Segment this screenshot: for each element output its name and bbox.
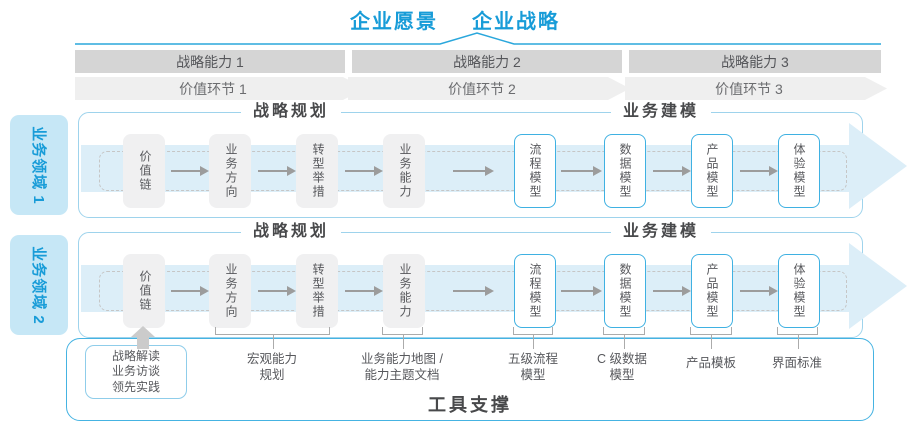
bracket-connector — [382, 327, 423, 349]
bracket-connector — [513, 327, 553, 349]
domain-tab-1-label: 业务领域 1 — [29, 125, 47, 205]
capability-bar-1: 战略能力 1 — [75, 50, 345, 73]
strategy-input-box: 战略解读 业务访谈 领先实践 — [85, 345, 187, 399]
domain-tab-2: 业务领域 2 — [10, 235, 68, 335]
bracket-connector — [603, 327, 645, 349]
diagram-title: 企业愿景 企业战略 — [0, 5, 910, 34]
flow-arrow-icon — [171, 166, 209, 176]
strategy-input-line: 业务访谈 — [111, 364, 160, 379]
flow-arrow-icon — [258, 286, 296, 296]
flow-arrow-icon — [258, 166, 296, 176]
domain-tab-1: 业务领域 1 — [10, 115, 68, 215]
bracket-connector — [690, 327, 732, 349]
vision-connector-line — [75, 32, 881, 45]
box-experience-model: 体验模型 — [778, 254, 820, 328]
box-transform-initiative: 转型举措 — [296, 134, 338, 208]
flow-arrow-icon — [561, 286, 602, 296]
capability-bar-2: 战略能力 2 — [352, 50, 622, 73]
capability-bar-3: 战略能力 3 — [629, 50, 881, 73]
box-process-model: 流程模型 — [514, 134, 556, 208]
flow-arrow-icon — [653, 286, 691, 296]
box-data-model: 数据模型 — [604, 254, 646, 328]
strategy-title: 企业战略 — [472, 11, 560, 33]
value-link-chevron-1: 价值环节 1 — [75, 77, 365, 100]
tool-support-container: 工具支撑 — [66, 338, 874, 421]
up-arrow-icon — [131, 326, 155, 337]
box-business-direction: 业务方向 — [209, 254, 251, 328]
flow-arrow-icon — [740, 286, 778, 296]
section-header-planning: 战略规划 — [240, 222, 342, 242]
tool-support-title: 工具支撑 — [428, 395, 512, 415]
section-header-planning: 战略规划 — [240, 102, 342, 122]
flow-arrow-icon — [653, 166, 691, 176]
box-process-model: 流程模型 — [514, 254, 556, 328]
annotation-label-data-model: C 级数据 模型 — [596, 352, 647, 383]
box-transform-initiative: 转型举措 — [296, 254, 338, 328]
box-product-model: 产品模型 — [691, 134, 733, 208]
flow-band-arrow-icon — [849, 123, 907, 209]
box-product-model: 产品模型 — [691, 254, 733, 328]
value-link-chevron-3: 价值环节 3 — [625, 77, 887, 100]
box-experience-model: 体验模型 — [778, 134, 820, 208]
flow-band-arrow-icon — [849, 243, 907, 329]
vision-title: 企业愿景 — [350, 11, 438, 33]
value-link-chevron-2: 价值环节 2 — [348, 77, 630, 100]
annotation-label-ui-standard: 界面标准 — [771, 356, 822, 370]
section-header-modeling: 业务建模 — [610, 222, 712, 242]
flow-arrow-icon — [171, 286, 209, 296]
box-business-direction: 业务方向 — [209, 134, 251, 208]
dashed-placeholder-track — [99, 151, 847, 191]
bracket-connector — [777, 327, 818, 349]
annotation-label-process-model: 五级流程 模型 — [507, 352, 558, 383]
box-data-model: 数据模型 — [604, 134, 646, 208]
flow-arrow-icon — [345, 286, 383, 296]
flow-arrow-icon — [453, 286, 494, 296]
box-value-chain: 价值链 — [123, 254, 165, 328]
annotation-label-product-template: 产品模板 — [685, 356, 736, 370]
annotation-label-macro-capability: 宏观能力 规划 — [246, 352, 297, 383]
annotation-label-capability-map: 业务能力地图 / 能力主题文档 — [361, 352, 443, 383]
bracket-connector — [215, 327, 330, 349]
up-arrow-stem — [137, 336, 149, 349]
flow-arrow-icon — [453, 166, 494, 176]
flow-arrow-icon — [561, 166, 602, 176]
box-value-chain: 价值链 — [123, 134, 165, 208]
domain-tab-2-label: 业务领域 2 — [29, 245, 47, 325]
strategy-input-line: 战略解读 — [111, 348, 160, 363]
domain-2-panel: 价值链 业务方向 转型举措 业务能力 流程模型 数据模型 产品模型 体验模型 战… — [78, 222, 907, 338]
domain-1-panel: 价值链 业务方向 转型举措 业务能力 流程模型 数据模型 产品模型 体验模型 战… — [78, 102, 907, 218]
section-header-modeling: 业务建模 — [610, 102, 712, 122]
box-business-capability: 业务能力 — [383, 134, 425, 208]
strategy-input-line: 领先实践 — [111, 379, 160, 394]
dashed-placeholder-track — [99, 271, 847, 311]
box-business-capability: 业务能力 — [383, 254, 425, 328]
flow-arrow-icon — [740, 166, 778, 176]
flow-arrow-icon — [345, 166, 383, 176]
